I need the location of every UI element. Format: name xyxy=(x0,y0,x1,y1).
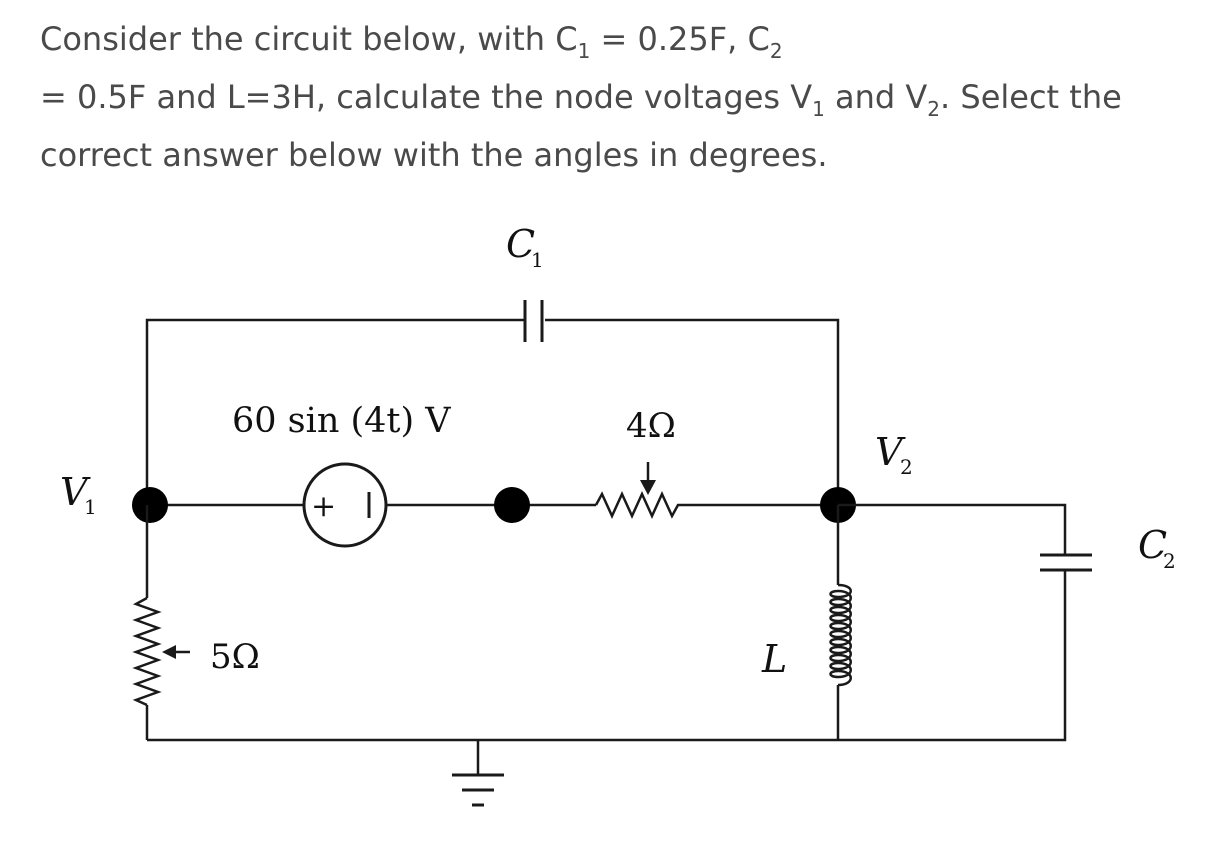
resistor-4-ohm xyxy=(594,462,684,520)
question-line2-end: . Select the xyxy=(940,78,1122,116)
source-label: 60 sin (4t) V xyxy=(232,401,451,441)
node-v1 xyxy=(132,487,168,523)
voltage-source: + xyxy=(302,462,388,548)
source-plus-sign: + xyxy=(311,489,336,524)
v1-subscript: 1 xyxy=(84,495,97,519)
c1-subscript: 1 xyxy=(531,248,544,272)
c1-label: C xyxy=(506,222,535,266)
resistor-5-ohm xyxy=(132,505,190,740)
question-line2: = 0.5F and L=3H, calculate the node volt… xyxy=(40,78,813,116)
capacitor-c1 xyxy=(523,300,544,342)
v2-label: V xyxy=(875,430,906,474)
question-v1-subscript: 1 xyxy=(812,97,825,121)
question-text: Consider the circuit below, with C1 = 0.… xyxy=(40,12,1200,182)
wiper-arrow-icon xyxy=(162,645,176,659)
question-c2-subscript: 2 xyxy=(769,39,783,63)
l-label: L xyxy=(761,637,787,681)
question-c1-subscript: 1 xyxy=(577,39,591,63)
node-open-terminal xyxy=(494,487,530,523)
c2-subscript: 2 xyxy=(1163,549,1176,573)
r5-label: 5Ω xyxy=(210,637,260,677)
wiper-arrow-icon xyxy=(640,480,656,495)
ground-icon xyxy=(452,740,504,807)
capacitor-c2-branch xyxy=(838,503,1092,742)
question-mid1: = 0.25F, C xyxy=(590,20,770,58)
inductor-l xyxy=(829,505,852,740)
question-line3: correct answer below with the angles in … xyxy=(40,136,828,174)
v2-subscript: 2 xyxy=(900,455,913,479)
top-wire xyxy=(145,318,840,505)
question-line1: Consider the circuit below, with C xyxy=(40,20,578,58)
v1-label: V xyxy=(60,470,91,514)
r4-label: 4Ω xyxy=(626,406,676,446)
question-v2-subscript: 2 xyxy=(927,97,941,121)
question-mid2: and V xyxy=(824,78,928,116)
c2-label: C xyxy=(1138,523,1167,567)
